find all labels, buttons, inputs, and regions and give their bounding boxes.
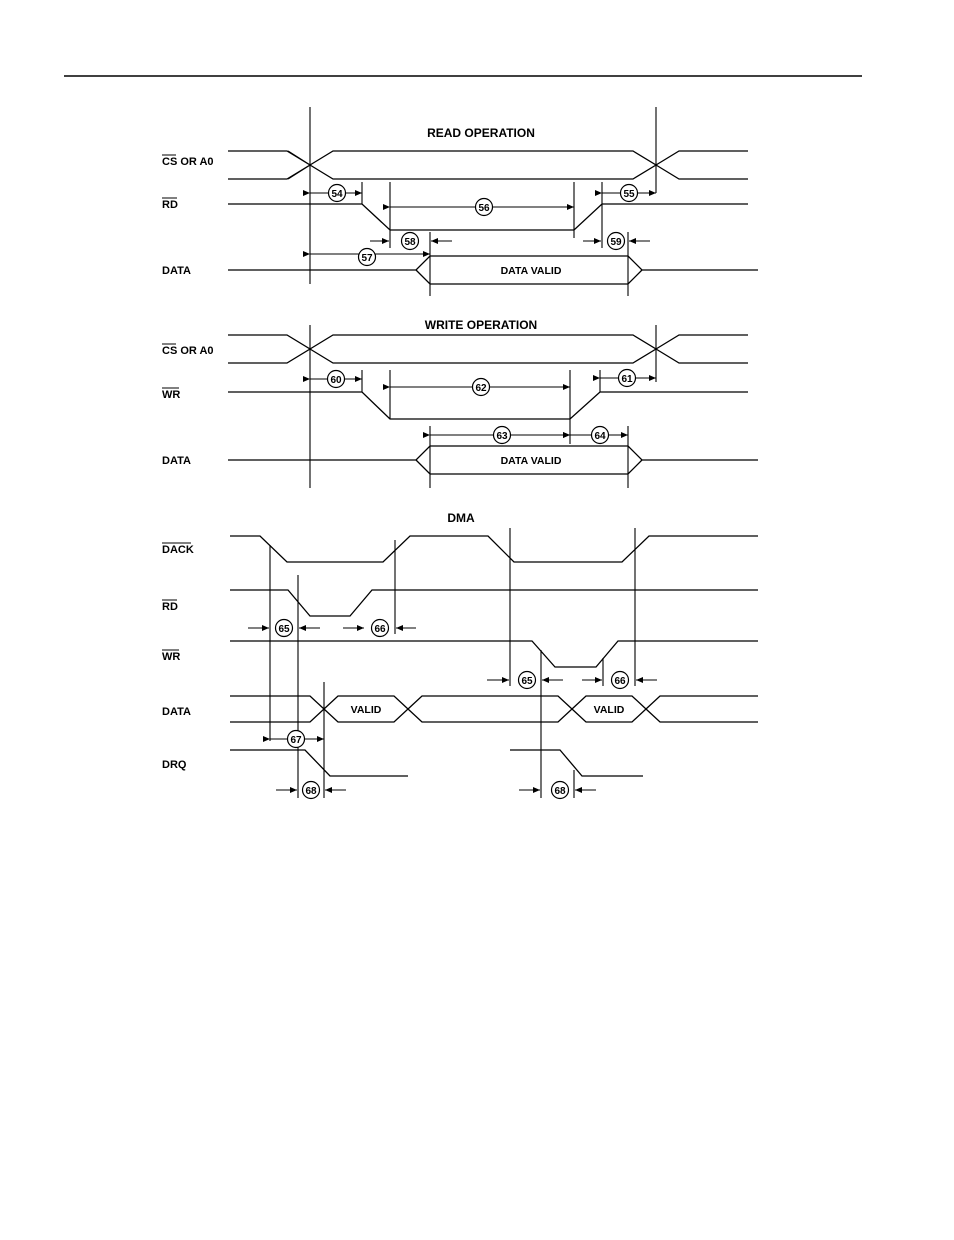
svg-text:62: 62 [475,383,487,394]
dma-marker-66a: 66 [372,620,389,637]
svg-text:63: 63 [496,431,508,442]
dma-marker-65b: 65 [519,672,536,689]
svg-text:67: 67 [290,735,302,746]
svg-text:54: 54 [331,189,343,200]
read-marker-56: 56 [476,199,493,216]
write-marker-61: 61 [619,370,636,387]
dma-wr-waveform [230,641,758,667]
read-data-valid-text: DATA VALID [501,265,562,277]
svg-text:68: 68 [305,786,317,797]
dma-data-waveform [230,696,758,722]
svg-text:60: 60 [330,375,342,386]
read-marker-54: 54 [329,185,346,202]
write-wr-waveform [228,392,748,419]
dma-data-label: DATA [162,706,191,718]
read-rd-label: RD [162,199,178,211]
dma-marker-65a: 65 [276,620,293,637]
dma-drq-waveform-2 [510,750,643,776]
dma-valid-text-1: VALID [351,704,382,716]
dma-marker-68a: 68 [303,782,320,799]
write-operation-title: WRITE OPERATION [425,318,537,332]
dma-wr-label: WR [162,651,180,663]
read-operation-title: READ OPERATION [427,126,535,140]
write-data-waveform [228,446,758,474]
read-cs-a0-label: CS OR A0 [162,156,214,168]
dma-drq-waveform-1 [230,750,408,776]
write-marker-64: 64 [592,427,609,444]
read-cs-waveform [228,151,748,179]
write-marker-60: 60 [328,371,345,388]
svg-text:66: 66 [374,624,386,635]
svg-text:56: 56 [478,203,490,214]
dma-marker-66b: 66 [612,672,629,689]
read-operation-section: READ OPERATION CS OR A0 RD DATA DATA VAL… [162,107,758,296]
svg-text:55: 55 [623,189,635,200]
read-data-waveform [228,256,758,284]
dma-rd-waveform [230,590,758,616]
svg-text:61: 61 [621,374,633,385]
dma-marker-67: 67 [288,731,305,748]
write-marker-62: 62 [473,379,490,396]
write-cs-a0-label: CS OR A0 [162,345,214,357]
svg-text:57: 57 [361,253,373,264]
svg-text:58: 58 [404,237,416,248]
write-data-valid-text: DATA VALID [501,455,562,467]
read-data-label: DATA [162,265,191,277]
dma-title: DMA [447,511,475,525]
svg-text:64: 64 [594,431,606,442]
dma-drq-label: DRQ [162,759,187,771]
svg-text:65: 65 [521,676,533,687]
write-cs-waveform [228,335,748,363]
write-operation-section: WRITE OPERATION CS OR A0 WR DATA DATA VA… [162,318,758,488]
svg-text:68: 68 [554,786,566,797]
dma-dack-waveform [230,536,758,562]
svg-text:66: 66 [614,676,626,687]
read-marker-57: 57 [359,249,376,266]
dma-rd-label: RD [162,601,178,613]
svg-text:59: 59 [610,237,622,248]
read-marker-58: 58 [402,233,419,250]
dma-section: DMA DACK RD WR DATA DRQ VALID VALID [162,511,758,799]
read-marker-55: 55 [621,185,638,202]
dma-dack-label: DACK [162,544,194,556]
write-data-label: DATA [162,455,191,467]
read-marker-59: 59 [608,233,625,250]
write-wr-label: WR [162,389,180,401]
dma-marker-68b: 68 [552,782,569,799]
svg-text:65: 65 [278,624,290,635]
write-marker-63: 63 [494,427,511,444]
dma-valid-text-2: VALID [594,704,625,716]
